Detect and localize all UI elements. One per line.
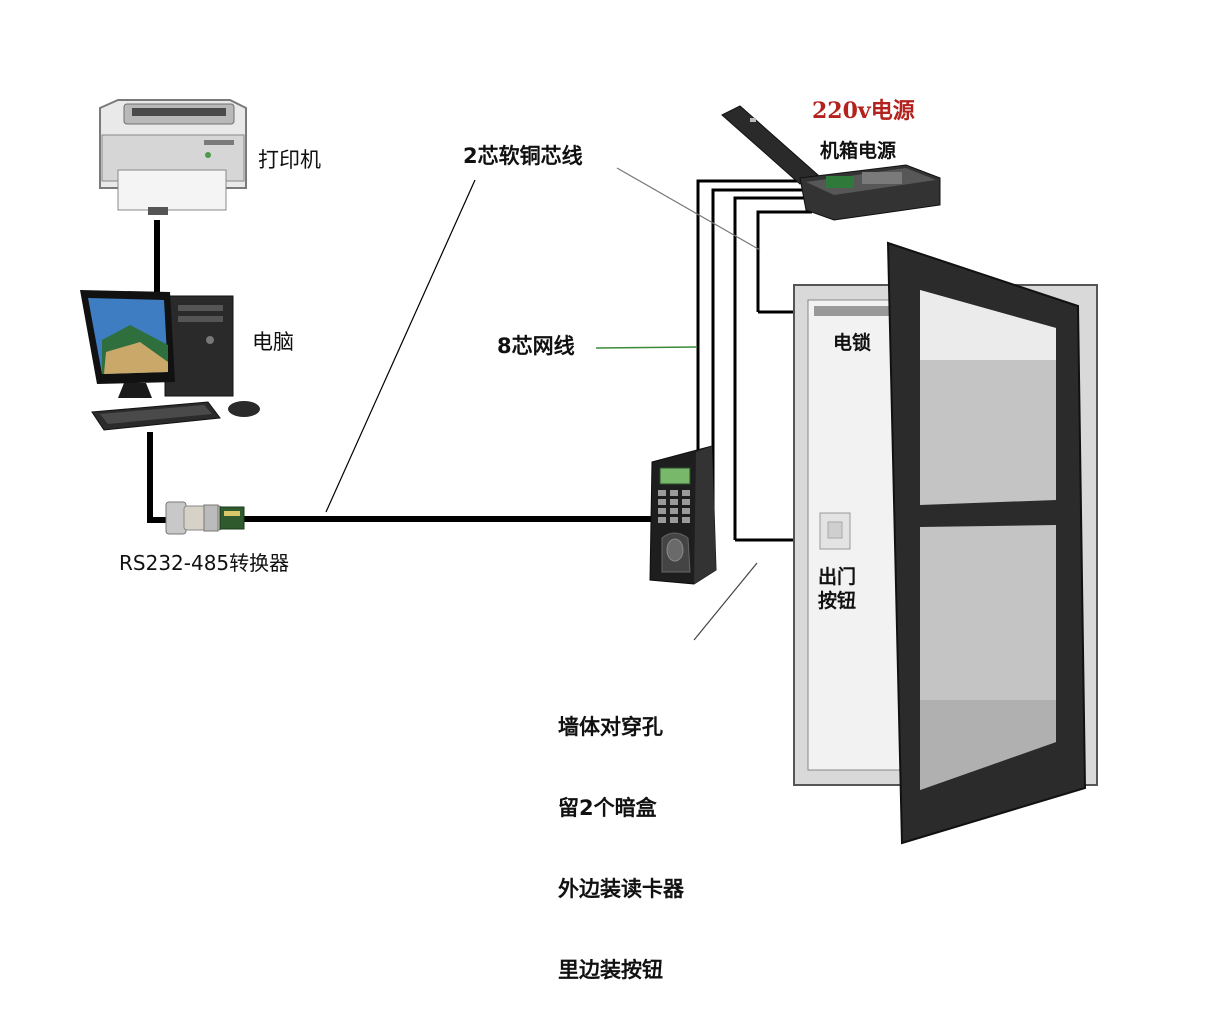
converter-label: RS232-485转换器	[119, 551, 290, 575]
cable-8core-label: 8芯网线	[497, 334, 575, 358]
computer-label: 电脑	[252, 330, 294, 354]
install-note-line: 外边装读卡器	[558, 877, 684, 901]
cable-power-to-lock	[696, 179, 822, 542]
leader-wall-hole	[693, 562, 758, 641]
cable-2core-label: 2芯软铜芯线	[463, 144, 583, 168]
power-box-icon	[721, 105, 941, 221]
printer-icon	[99, 99, 247, 215]
power-box-label: 机箱电源	[820, 140, 897, 162]
door-icon	[793, 241, 1098, 845]
install-note-line: 墙体对穿孔	[558, 715, 663, 739]
converter-icon	[165, 501, 245, 535]
reader-keypad	[658, 490, 690, 523]
cable-computer-to-converter	[147, 432, 170, 523]
access-control-wiring-diagram	[80, 99, 1098, 845]
electric-lock-label: 电锁	[833, 332, 872, 354]
computer-icon	[80, 290, 260, 431]
install-note: 墙体对穿孔 留2个暗盒 外边装读卡器 里边装按钮	[558, 660, 684, 1011]
exit-button-label-line2: 按钮	[818, 590, 857, 612]
fingerprint-reader-icon	[649, 445, 717, 585]
exit-button-icon	[819, 512, 851, 550]
exit-button-label-line1: 出门	[818, 566, 857, 588]
leader-8core-cable	[595, 346, 698, 349]
leader-2core-cable	[325, 167, 761, 513]
power-220v-label: 220v电源	[812, 98, 915, 124]
install-note-line: 留2个暗盒	[558, 796, 657, 820]
printer-label: 打印机	[258, 148, 321, 172]
install-note-line: 里边装按钮	[558, 958, 663, 982]
